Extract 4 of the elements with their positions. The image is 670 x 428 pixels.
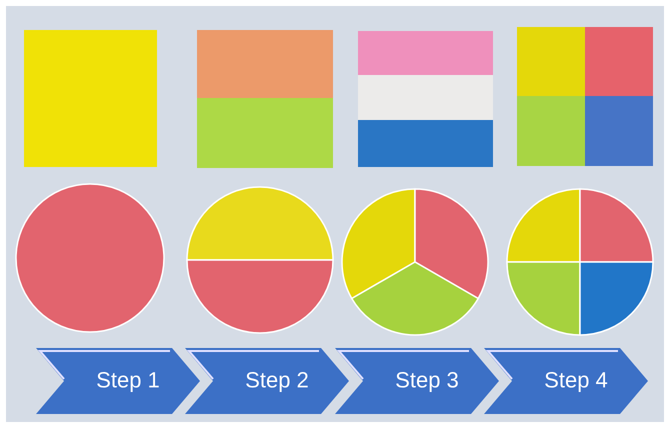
chevron-step: Step 2 (185, 348, 349, 414)
chevron-step: Step 3 (335, 348, 499, 414)
chevron-step: Step 4 (484, 348, 648, 414)
chevron-step: Step 1 (36, 348, 200, 414)
